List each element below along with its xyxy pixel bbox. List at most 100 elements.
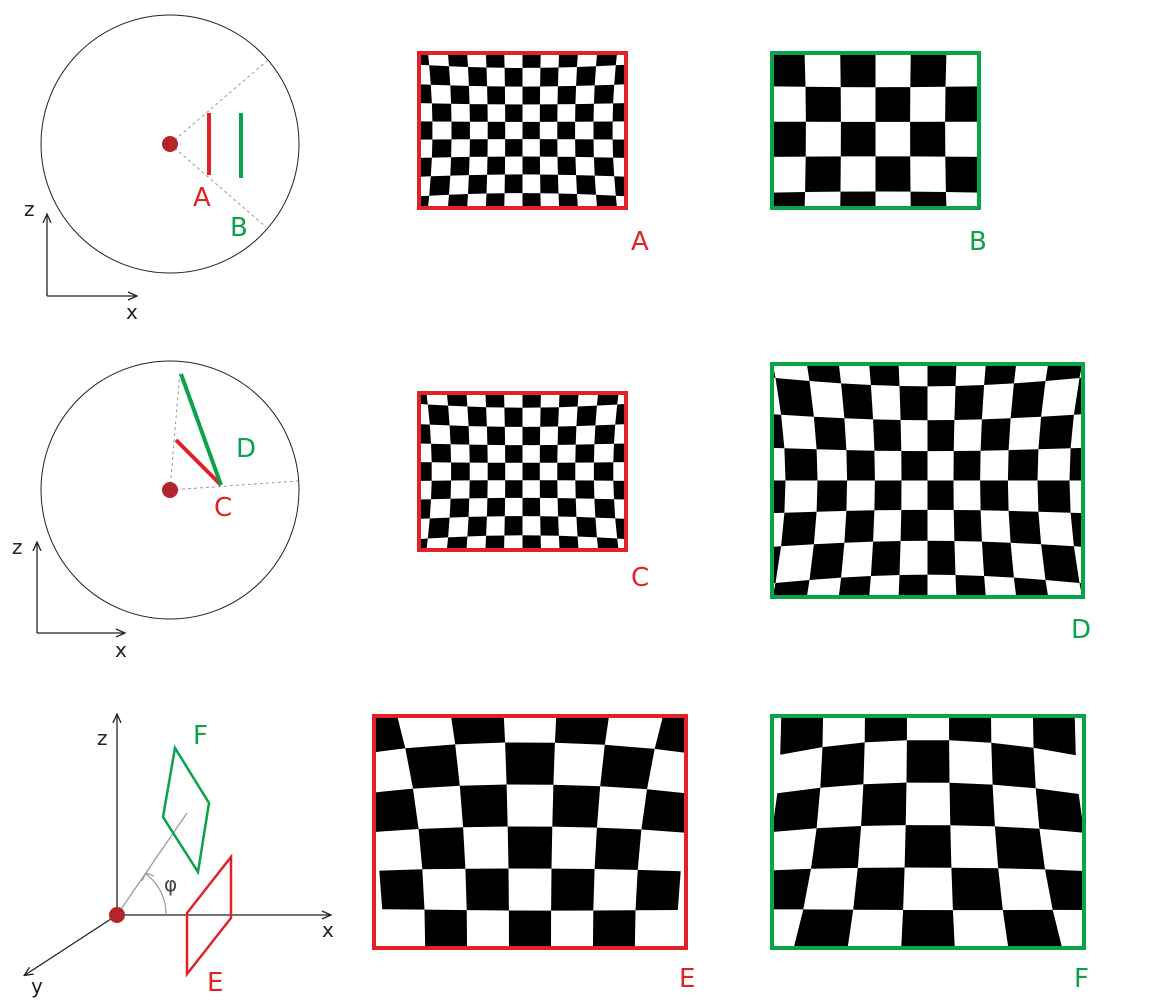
checker-square: [447, 194, 468, 208]
image-plane-e: [185, 853, 233, 978]
diagram-row-2: D C z x: [12, 360, 300, 662]
panel-label-a: A: [631, 227, 649, 257]
checker-square: [772, 53, 806, 87]
checker-square: [485, 393, 505, 408]
checkerboard-b: [772, 53, 979, 208]
fov-guide-line: [169, 369, 181, 491]
checker-square: [654, 716, 686, 753]
checker-square: [600, 744, 655, 790]
checker-square: [469, 444, 488, 463]
checker-square: [539, 104, 558, 122]
checker-square: [431, 480, 452, 500]
checker-square: [446, 393, 468, 407]
checker-square: [419, 53, 430, 66]
checker-square: [1007, 449, 1039, 481]
checker-square: [504, 407, 523, 427]
checker-square: [557, 121, 576, 140]
checker-square: [558, 53, 578, 68]
checker-square: [772, 480, 786, 514]
checker-square: [984, 364, 1017, 385]
checker-square: [487, 86, 506, 105]
checker-square: [505, 742, 555, 785]
panel-frame-b: [770, 51, 981, 210]
diagram-mark: A: [193, 183, 211, 213]
projection-center-dot: [162, 482, 178, 498]
panel-f: F: [770, 714, 1089, 994]
checker-square: [772, 787, 821, 832]
checker-square: [467, 406, 487, 427]
checker-square: [806, 364, 842, 384]
checker-square: [374, 716, 406, 753]
checker-square: [904, 825, 952, 868]
lens-circle: [40, 14, 300, 274]
panel-a: A: [417, 51, 649, 257]
checker-square: [419, 538, 428, 550]
checker-square: [429, 175, 451, 196]
checker-square: [507, 826, 553, 869]
checker-square: [419, 157, 432, 177]
checker-square: [419, 84, 432, 104]
checker-square: [901, 451, 928, 481]
checker-square: [844, 510, 875, 543]
checker-square: [576, 66, 596, 86]
checker-square: [379, 869, 425, 910]
checker-square: [468, 174, 488, 194]
checker-square: [1037, 480, 1071, 513]
checker-square: [1002, 909, 1063, 948]
checker-square: [955, 575, 986, 597]
checker-square: [874, 480, 902, 511]
checker-square: [374, 788, 419, 832]
checker-square: [840, 121, 876, 157]
checker-square: [557, 426, 577, 445]
panel-frame-d: [770, 362, 1085, 599]
checker-square: [927, 540, 956, 575]
checker-square: [465, 868, 509, 911]
checker-square: [522, 462, 540, 481]
checker-square: [522, 393, 541, 408]
diagram-mark: E: [207, 968, 223, 998]
checker-square: [485, 53, 505, 68]
checker-square: [576, 175, 596, 195]
checker-square: [1045, 869, 1084, 910]
checker-square: [780, 716, 824, 755]
checkerboard-c: [419, 393, 626, 550]
image-plane-f: [161, 744, 211, 876]
checkerboard-f: [772, 716, 1084, 948]
checker-square: [614, 64, 626, 85]
checker-square: [991, 742, 1036, 789]
checker-square: [450, 85, 470, 105]
checker-square: [994, 826, 1045, 870]
angle-arc-arrowhead: [141, 872, 155, 882]
checker-square: [870, 541, 901, 576]
checker-square: [459, 784, 508, 828]
checker-square: [772, 546, 782, 584]
checker-square: [841, 383, 874, 420]
checker-square: [772, 868, 811, 910]
checker-square: [505, 104, 523, 122]
checker-square: [446, 536, 468, 550]
checker-square: [899, 386, 928, 421]
checker-square: [468, 67, 488, 87]
checker-square: [596, 393, 619, 406]
checker-square: [816, 480, 848, 512]
checker-square: [811, 826, 862, 869]
checker-square: [949, 716, 992, 743]
checker-square: [592, 910, 636, 948]
checker-square: [487, 462, 506, 481]
checker-square: [1010, 381, 1046, 419]
checker-square: [980, 418, 1011, 451]
checker-square: [557, 156, 577, 176]
axis-z-label: z: [12, 535, 23, 559]
panel-label-f: F: [1074, 964, 1089, 994]
checker-square: [485, 193, 505, 208]
panel-b: B: [770, 51, 987, 257]
checker-square: [910, 121, 946, 157]
checker-square: [1070, 512, 1083, 547]
checker-square: [793, 909, 854, 948]
checker-square: [1008, 510, 1042, 545]
checker-square: [875, 87, 911, 122]
checker-square: [558, 535, 579, 550]
checker-square: [575, 103, 594, 122]
panel-label-e: E: [679, 964, 695, 994]
checker-square: [1032, 716, 1076, 756]
